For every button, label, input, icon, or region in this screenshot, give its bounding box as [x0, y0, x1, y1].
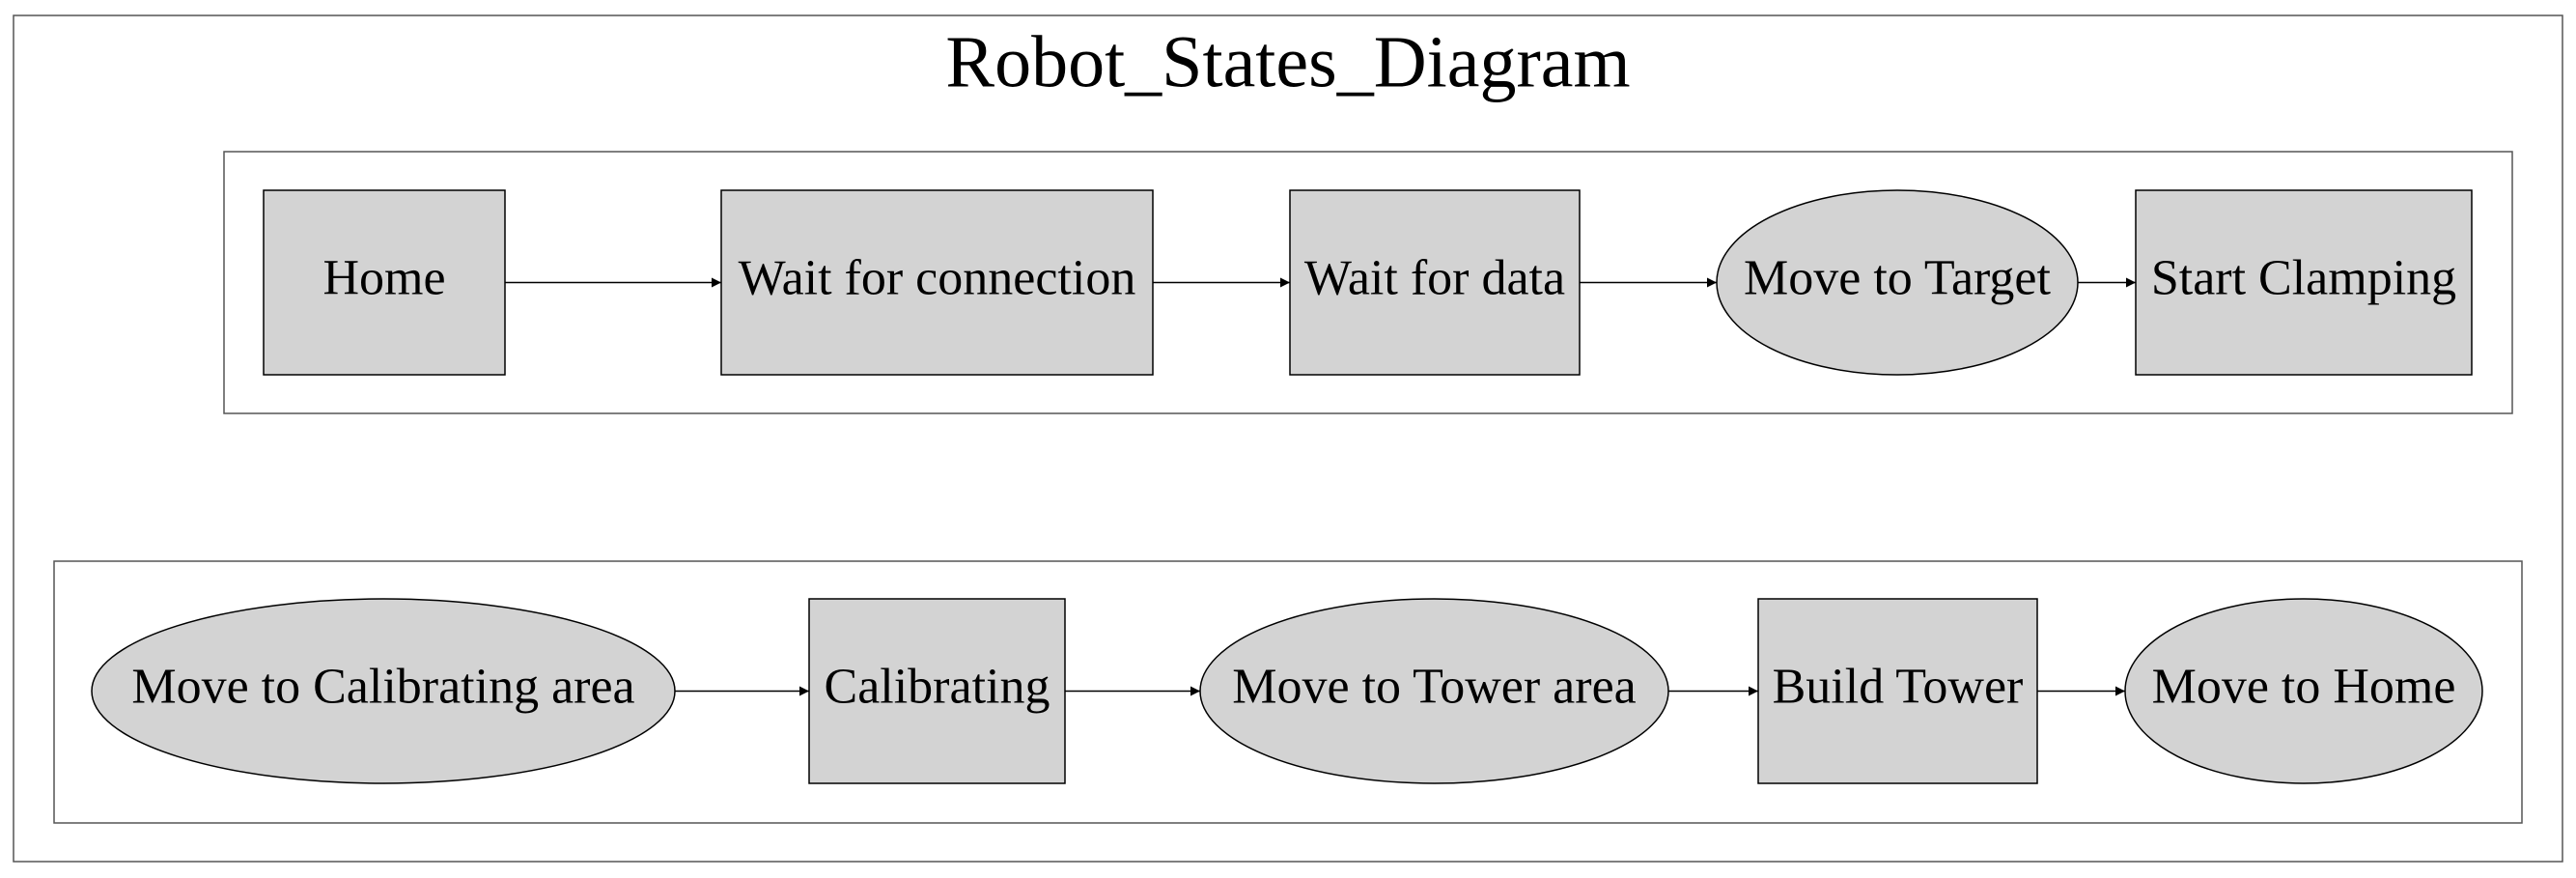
node-shape-ellipse	[1716, 189, 2079, 376]
node-label: Move to Calibrating area	[131, 659, 634, 714]
node-shape-box	[263, 189, 506, 376]
node-shape-ellipse	[91, 598, 676, 784]
node-home: Home	[263, 189, 506, 376]
node-shape-box	[720, 189, 1154, 376]
node-label: Calibrating	[825, 659, 1050, 714]
node-build-tower: Build Tower	[1757, 598, 2038, 784]
node-shape-box	[808, 598, 1066, 784]
node-shape-box	[1289, 189, 1581, 376]
node-calibrating: Calibrating	[808, 598, 1066, 784]
node-label: Start Clamping	[2151, 250, 2456, 305]
node-move-to-target: Move to Target	[1716, 189, 2079, 376]
node-move-to-tower-area: Move to Tower area	[1199, 598, 1669, 784]
cluster-bottom-frame	[53, 560, 2523, 824]
node-label: Home	[322, 250, 445, 305]
node-wait-for-data: Wait for data	[1289, 189, 1581, 376]
node-shape-box	[2135, 189, 2473, 376]
node-shape-box	[1757, 598, 2038, 784]
diagram-title: Robot_States_Diagram	[945, 21, 1630, 102]
node-label: Move to Target	[1744, 250, 2051, 305]
node-label: Wait for data	[1304, 250, 1565, 305]
node-label: Build Tower	[1773, 659, 2024, 714]
cluster-top-frame	[223, 151, 2513, 414]
node-start-clamping: Start Clamping	[2135, 189, 2473, 376]
node-shape-ellipse	[2124, 598, 2483, 784]
node-move-to-home: Move to Home	[2124, 598, 2483, 784]
node-label: Move to Tower area	[1232, 659, 1636, 714]
edges-layer	[505, 277, 2136, 696]
node-label: Wait for connection	[739, 250, 1136, 305]
node-label: Move to Home	[2152, 659, 2456, 714]
node-shape-ellipse	[1199, 598, 1669, 784]
node-move-to-calibrating-area: Move to Calibrating area	[91, 598, 676, 784]
node-wait-for-connection: Wait for connection	[720, 189, 1154, 376]
